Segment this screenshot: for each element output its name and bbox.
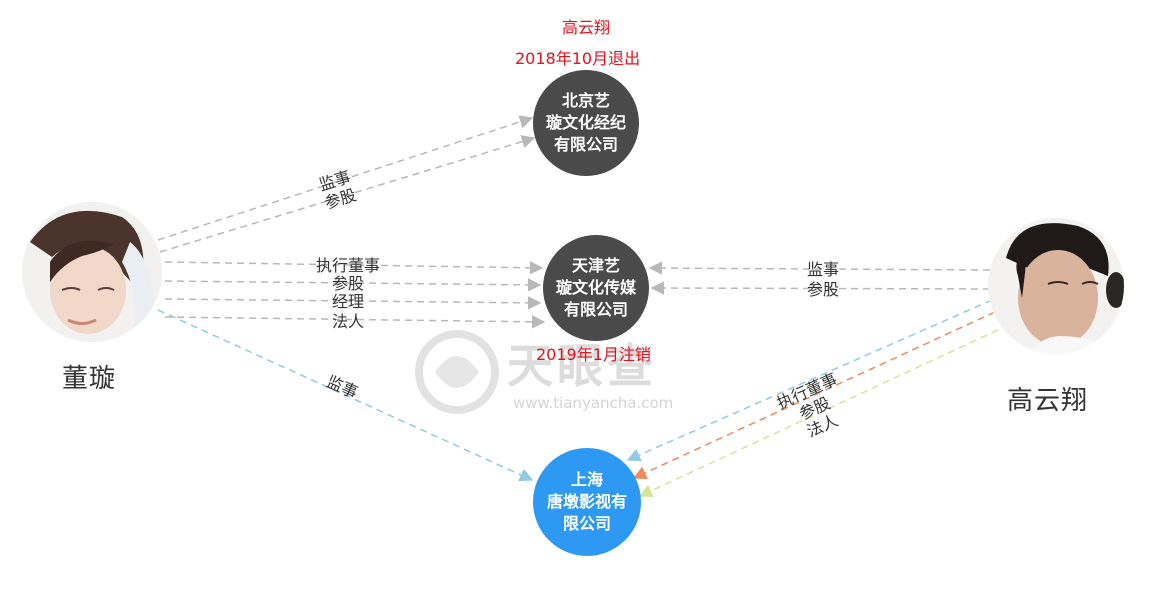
- company-name-line: 有限公司: [563, 300, 628, 319]
- edge-left-bottom: [157, 309, 534, 482]
- company-name-line: 璇文化传媒: [555, 278, 636, 297]
- company-name-line: 唐墩影视有: [546, 492, 627, 511]
- edge-label-left-mid-4: 法人: [332, 312, 364, 331]
- avatar-left[interactable]: [22, 202, 162, 342]
- watermark-brand: 天眼查: [507, 339, 657, 393]
- edge-right-mid-1: [648, 261, 991, 275]
- company-node-shanghai[interactable]: 上海 唐墩影视有 限公司: [533, 448, 641, 556]
- edge-right-bottom-1: [626, 299, 993, 462]
- edge-left-top-2: [159, 135, 536, 253]
- edge-left-top-1: [157, 115, 534, 241]
- person-photo-icon: [988, 218, 1124, 354]
- person-name-right: 高云翔: [1007, 386, 1089, 416]
- company-name-line: 限公司: [562, 514, 611, 533]
- avatar-right[interactable]: [988, 218, 1124, 354]
- company-node-tianjin[interactable]: 天津艺 璇文化传媒 有限公司: [543, 235, 649, 341]
- edge-right-mid-2: [650, 281, 991, 295]
- edge-label-right-mid-2: 参股: [807, 280, 839, 299]
- watermark-logo-icon: [415, 330, 499, 414]
- edge-label-left-mid-3: 经理: [332, 292, 364, 311]
- company-node-beijing[interactable]: 北京艺 璇文化经纪 有限公司: [533, 70, 639, 176]
- watermark: 天眼查 www.tianyancha.com: [415, 330, 725, 420]
- middle-company-note-status: 2019年1月注销: [536, 345, 651, 364]
- company-name-line: 璇文化经纪: [545, 113, 626, 132]
- edge-right-bottom-3: [638, 329, 999, 498]
- watermark-url: www.tianyancha.com: [513, 394, 674, 412]
- edge-left-mid-1: [164, 261, 544, 275]
- edge-label-left-mid-1: 执行董事: [316, 256, 380, 275]
- person-name-left: 董璇: [62, 364, 117, 394]
- edge-label-left-bottom: 监事: [324, 372, 361, 402]
- edge-label-right-mid-1: 监事: [807, 260, 839, 279]
- edge-left-mid-4: [164, 315, 546, 329]
- top-company-note-status: 2018年10月退出: [515, 49, 641, 68]
- company-name-line: 天津艺: [571, 256, 620, 275]
- top-company-note-name: 高云翔: [562, 18, 611, 37]
- person-photo-icon: [22, 202, 162, 342]
- edge-right-bottom-2: [632, 311, 996, 480]
- company-name-line: 北京艺: [561, 91, 610, 110]
- company-name-line: 上海: [570, 470, 603, 489]
- edge-label-left-mid-2: 参股: [332, 274, 364, 293]
- company-name-line: 有限公司: [553, 135, 618, 154]
- edge-left-mid-2: [164, 278, 542, 292]
- edge-left-mid-3: [164, 296, 542, 310]
